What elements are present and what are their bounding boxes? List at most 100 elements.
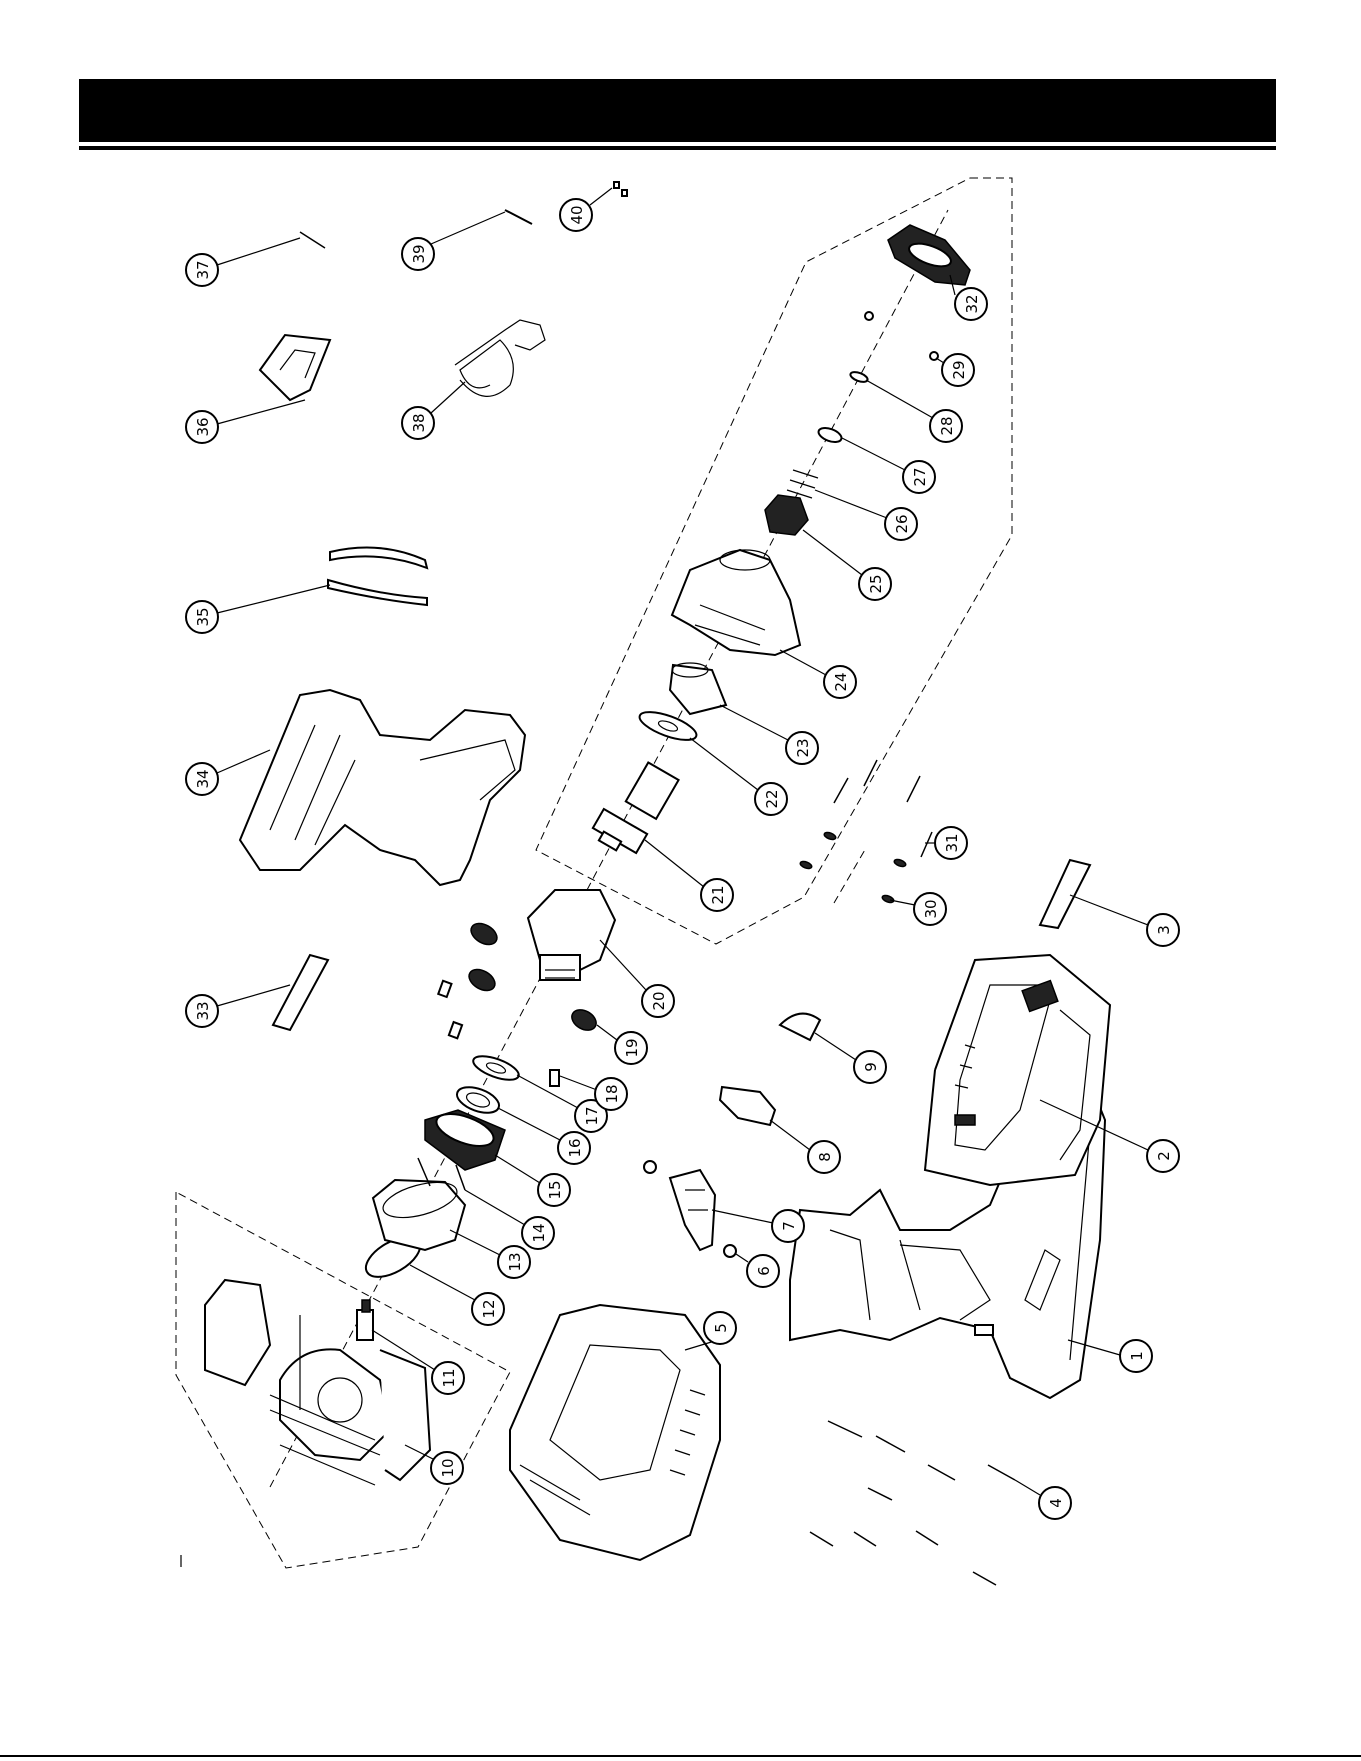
callout-27: 27 bbox=[842, 438, 935, 493]
part-25-clutch-ring bbox=[765, 495, 808, 535]
callout-15: 15 bbox=[495, 1155, 570, 1206]
part-20-carrier bbox=[528, 890, 615, 980]
callout-9-label: 9 bbox=[862, 1062, 880, 1072]
part-3-label bbox=[1040, 860, 1090, 928]
callout-21: 21 bbox=[645, 840, 733, 911]
callout-15-label: 15 bbox=[546, 1180, 564, 1199]
callout-39: 39 bbox=[402, 212, 505, 270]
callout-33-label: 33 bbox=[194, 1001, 212, 1020]
callout-23-label: 23 bbox=[794, 738, 812, 757]
callout-23: 23 bbox=[720, 705, 818, 764]
callout-4: 4 bbox=[1015, 1480, 1071, 1519]
callout-36: 36 bbox=[186, 400, 305, 443]
callout-10-label: 10 bbox=[439, 1458, 457, 1477]
callout-30-label: 30 bbox=[922, 899, 940, 918]
part-23-bushing bbox=[670, 663, 726, 714]
callout-39-label: 39 bbox=[410, 244, 428, 263]
callout-37: 37 bbox=[186, 238, 300, 286]
callout-26: 26 bbox=[815, 490, 917, 540]
callout-40-label: 40 bbox=[568, 205, 586, 224]
callout-22-label: 22 bbox=[763, 789, 781, 808]
callout-22: 22 bbox=[690, 738, 787, 815]
callout-13-label: 13 bbox=[506, 1252, 524, 1271]
callout-24-label: 24 bbox=[832, 672, 850, 691]
callout-25: 25 bbox=[803, 530, 891, 600]
part-33-label bbox=[273, 955, 328, 1030]
callout-6: 6 bbox=[736, 1254, 779, 1287]
part-34-housing-half bbox=[240, 690, 525, 885]
callout-26-label: 26 bbox=[893, 514, 911, 533]
part-37-screw bbox=[300, 232, 325, 248]
part-31-screws bbox=[834, 760, 932, 857]
part-2-battery bbox=[925, 955, 1110, 1185]
callout-17: 17 bbox=[517, 1075, 607, 1132]
callout-29-label: 29 bbox=[950, 360, 968, 379]
callout-27-label: 27 bbox=[911, 467, 929, 486]
callout-8-label: 8 bbox=[816, 1152, 834, 1162]
callout-12-label: 12 bbox=[480, 1299, 498, 1318]
part-29-ball bbox=[865, 312, 938, 360]
callout-37-label: 37 bbox=[194, 260, 212, 279]
part-30-balls bbox=[799, 831, 906, 904]
callout-40: 40 bbox=[560, 188, 612, 231]
callout-8: 8 bbox=[770, 1120, 840, 1173]
callout-1-label: 1 bbox=[1128, 1351, 1146, 1361]
callout-31-label: 31 bbox=[943, 833, 961, 852]
callout-7: 7 bbox=[712, 1210, 804, 1242]
part-4-screws bbox=[810, 1421, 1015, 1585]
callout-38-label: 38 bbox=[410, 413, 428, 432]
callout-16-label: 16 bbox=[566, 1138, 584, 1157]
callout-21-label: 21 bbox=[709, 885, 727, 904]
callout-6-label: 6 bbox=[755, 1266, 773, 1276]
callout-19-label: 19 bbox=[623, 1038, 641, 1057]
callout-12: 12 bbox=[410, 1265, 504, 1325]
callout-17-label: 17 bbox=[583, 1106, 601, 1125]
callout-20-label: 20 bbox=[650, 991, 668, 1010]
part-35-strips bbox=[328, 548, 427, 606]
callout-4-label: 4 bbox=[1047, 1498, 1065, 1508]
callout-34: 34 bbox=[186, 750, 270, 795]
callout-36-label: 36 bbox=[194, 417, 212, 436]
part-27-washer bbox=[817, 425, 844, 444]
footer-rule bbox=[0, 1755, 1361, 1757]
callout-19: 19 bbox=[597, 1025, 647, 1064]
part-5-charger bbox=[510, 1305, 720, 1560]
callout-2-label: 2 bbox=[1155, 1151, 1173, 1161]
callout-30: 30 bbox=[890, 893, 946, 925]
callout-38: 38 bbox=[402, 382, 465, 439]
callout-35: 35 bbox=[186, 585, 330, 633]
callout-9: 9 bbox=[815, 1033, 886, 1083]
callout-28: 28 bbox=[866, 380, 962, 442]
part-26-spring bbox=[787, 470, 818, 498]
part-15-ring-gear bbox=[425, 1108, 505, 1170]
part-28-circlip bbox=[849, 370, 869, 384]
part-39-pin bbox=[505, 210, 532, 224]
part-8-lever bbox=[720, 1087, 775, 1125]
part-32-chuck-collar bbox=[888, 225, 970, 285]
callout-5-label: 5 bbox=[712, 1323, 730, 1333]
part-38-belt-clip bbox=[455, 320, 545, 396]
part-21-spindle bbox=[593, 762, 679, 853]
part-24-gearbox-cover bbox=[672, 550, 800, 655]
callout-7-label: 7 bbox=[780, 1221, 798, 1231]
part-17-washer bbox=[470, 1051, 521, 1084]
callout-3: 3 bbox=[1070, 895, 1179, 946]
callout-20: 20 bbox=[600, 940, 674, 1017]
callout-11-label: 11 bbox=[440, 1368, 458, 1387]
part-36-bit-holder bbox=[260, 335, 330, 400]
part-7-switch bbox=[670, 1170, 715, 1250]
part-11-pinion bbox=[357, 1300, 373, 1340]
callout-25-label: 25 bbox=[867, 574, 885, 593]
callout-29: 29 bbox=[936, 354, 974, 386]
callout-24: 24 bbox=[780, 650, 856, 698]
callout-3-label: 3 bbox=[1155, 925, 1173, 935]
part-9-button bbox=[780, 1014, 820, 1040]
part-40-small-parts bbox=[614, 182, 627, 196]
callout-35-label: 35 bbox=[194, 607, 212, 626]
callout-18-label: 18 bbox=[603, 1084, 621, 1103]
callout-28-label: 28 bbox=[938, 416, 956, 435]
callout-32-label: 32 bbox=[963, 294, 981, 313]
callout-14-label: 14 bbox=[530, 1223, 548, 1242]
callout-13: 13 bbox=[450, 1230, 530, 1278]
